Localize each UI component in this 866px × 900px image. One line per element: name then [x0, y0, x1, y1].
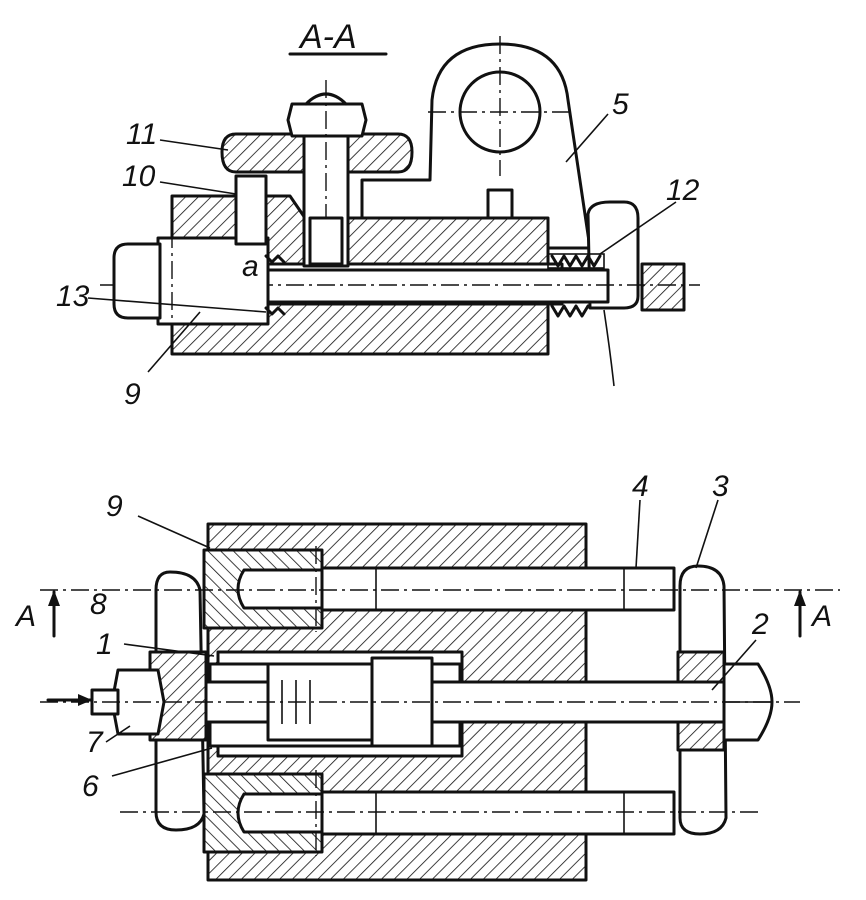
- cut-marker-left: [48, 590, 60, 638]
- spring-13-bottom: [264, 306, 286, 316]
- spring-12: [547, 253, 605, 318]
- section-view-a-a: A-A: [56, 18, 700, 411]
- label-2: 2: [751, 608, 769, 641]
- leader-6: [111, 747, 213, 777]
- label-13: 13: [56, 280, 90, 313]
- leader-5: [565, 113, 609, 163]
- plunger-head: [112, 242, 162, 320]
- pin-10: [234, 174, 268, 246]
- spring-13-top: [264, 254, 286, 264]
- label-arrow-left-a: A: [14, 600, 36, 633]
- label-4: 4: [632, 470, 649, 503]
- label-9-bottom: 9: [106, 490, 123, 523]
- leader-4: [635, 499, 641, 569]
- leader-9-top: [147, 311, 201, 373]
- leader-11: [159, 139, 229, 151]
- lug-pin: [486, 188, 514, 220]
- leader-1: [123, 643, 215, 657]
- leader-3: [695, 499, 719, 569]
- label-7: 7: [86, 726, 104, 759]
- label-10: 10: [122, 160, 156, 193]
- leader-12: [599, 201, 677, 255]
- upper-plunger-bore: [236, 568, 324, 610]
- rod-end-block: [640, 262, 686, 312]
- lower-plunger-bore: [236, 792, 324, 834]
- leader-13: [87, 297, 267, 313]
- leader-7: [105, 725, 131, 743]
- nut: [286, 102, 368, 138]
- label-6: 6: [82, 770, 99, 803]
- cut-marker-right: [794, 590, 806, 638]
- label-11: 11: [126, 118, 157, 151]
- label-9-top: 9: [124, 378, 141, 411]
- input-arrow: [46, 694, 94, 706]
- bracket-lug: [360, 42, 592, 250]
- leader-bottom: [603, 309, 615, 387]
- label-8: 8: [90, 588, 107, 621]
- label-1: 1: [96, 628, 113, 661]
- leader-2: [711, 639, 757, 691]
- label-12: 12: [666, 174, 700, 207]
- label-a: a: [242, 250, 259, 283]
- leader-9-bottom: [137, 515, 211, 549]
- label-arrow-right-a: A: [810, 600, 832, 633]
- label-5: 5: [612, 88, 629, 121]
- pull-rod: [266, 268, 610, 304]
- leader-10: [159, 181, 237, 195]
- section-title: A-A: [298, 18, 357, 56]
- plan-view: 9 8 1 7 6 4 3 2 A A: [14, 470, 840, 882]
- stud-thread: [308, 216, 344, 266]
- label-3: 3: [712, 470, 729, 503]
